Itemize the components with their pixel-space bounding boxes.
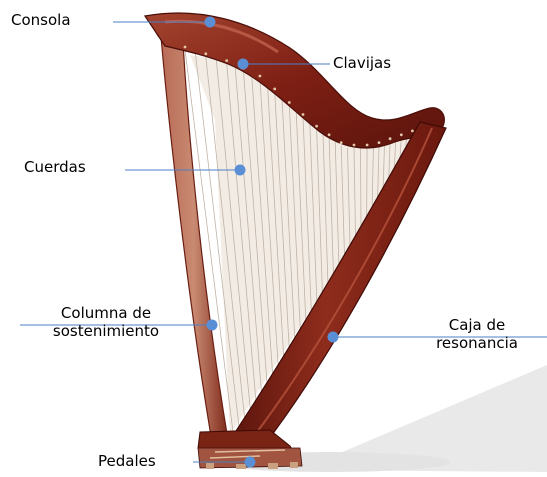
label-cuerdas: Cuerdas <box>24 158 86 176</box>
label-columna-line1: Columna de <box>20 304 192 322</box>
marker-pedales <box>245 457 256 468</box>
label-columna-line2: sostenimiento <box>20 322 192 340</box>
tuning-pin <box>400 133 403 136</box>
harp-string <box>367 148 368 218</box>
tuning-pin <box>389 137 392 140</box>
marker-caja <box>328 332 339 343</box>
harp-string <box>361 148 362 227</box>
label-caja-line1: Caja de <box>410 316 544 334</box>
tuning-pin <box>353 144 356 147</box>
label-caja: Caja de resonancia <box>410 316 544 352</box>
tuning-pin <box>225 59 228 62</box>
tuning-pin <box>411 130 414 133</box>
marker-columna <box>207 320 218 331</box>
tuning-pin <box>340 141 343 144</box>
tuning-pin <box>259 75 262 78</box>
label-caja-line2: resonancia <box>410 334 544 352</box>
tuning-pin <box>378 141 381 144</box>
label-consola: Consola <box>11 11 71 29</box>
tuning-pin <box>366 144 369 147</box>
marker-clavijas <box>238 59 249 70</box>
tuning-pin <box>288 101 291 104</box>
tuning-pin <box>328 133 331 136</box>
tuning-pin <box>315 125 318 128</box>
tuning-pin <box>302 113 305 116</box>
marker-consola <box>205 17 216 28</box>
tuning-pin <box>184 46 187 49</box>
marker-cuerdas <box>235 165 246 176</box>
tuning-pin <box>204 52 207 55</box>
label-clavijas: Clavijas <box>333 54 391 72</box>
label-columna: Columna de sostenimiento <box>20 304 192 340</box>
tuning-pin <box>273 88 276 91</box>
label-pedales: Pedales <box>98 452 156 470</box>
